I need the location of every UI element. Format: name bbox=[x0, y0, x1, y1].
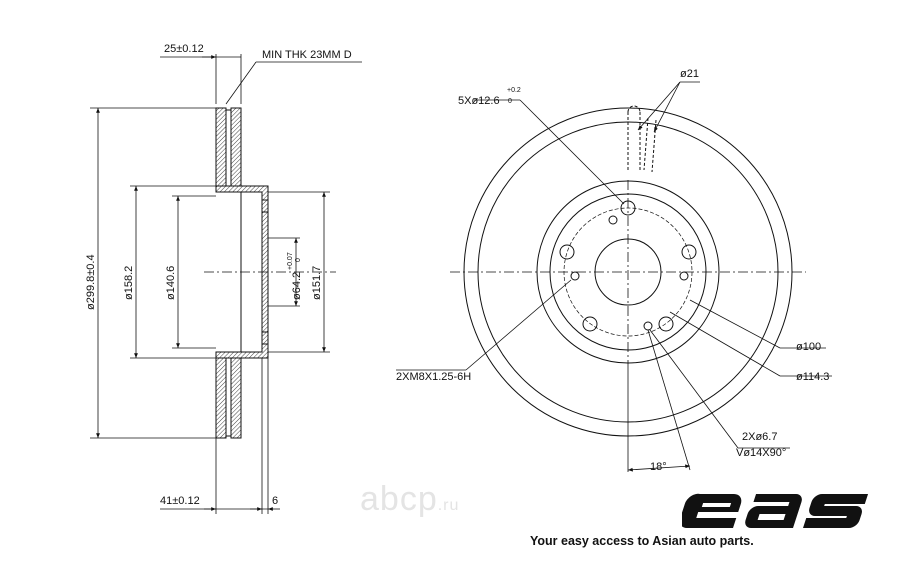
slot bbox=[627, 105, 641, 172]
label-angle: 18° bbox=[650, 461, 667, 473]
label-center-bore: ø64.2 bbox=[291, 272, 303, 300]
hat-outer bbox=[536, 180, 720, 364]
brand-tagline: Your easy access to Asian auto parts. bbox=[530, 534, 754, 548]
label-slot-width: ø21 bbox=[680, 68, 699, 80]
bolt-hole-1 bbox=[620, 200, 636, 216]
bolt-hole-2 bbox=[681, 244, 697, 260]
small-hole-2 bbox=[643, 321, 653, 331]
label-total-height: 41±0.12 bbox=[160, 495, 200, 507]
label-outer-diameter: ø299.8±0.4 bbox=[85, 254, 97, 310]
label-center-bore-tol-lower: 0 bbox=[295, 258, 302, 262]
label-bolt-holes-tol-upper: +0.2 bbox=[507, 87, 521, 94]
threaded-hole-2 bbox=[679, 271, 689, 281]
watermark-tld: .ru bbox=[437, 497, 460, 514]
label-pcd-outer: ø114.3 bbox=[796, 371, 829, 383]
label-bolt-holes: 5Xø12.6 bbox=[458, 95, 500, 107]
hat-face bbox=[261, 199, 269, 345]
hat-upper bbox=[215, 185, 269, 201]
hat-lower bbox=[215, 343, 269, 359]
friction-ring-lower-right bbox=[230, 357, 242, 439]
label-hub-diameter: ø151.7 bbox=[311, 266, 323, 300]
label-bolt-holes-tol-lower: 0 bbox=[508, 98, 512, 105]
bolt-hole-3 bbox=[658, 316, 674, 332]
friction-ring-upper-left bbox=[215, 107, 227, 187]
pcd-circle bbox=[563, 207, 693, 337]
label-countersink: Vø14X90° bbox=[736, 447, 786, 459]
watermark-name: abcp bbox=[360, 480, 438, 518]
label-inner-diameter: ø140.6 bbox=[165, 266, 177, 300]
bolt-hole-4 bbox=[582, 316, 598, 332]
label-hat-diameter: ø158.2 bbox=[123, 266, 135, 300]
friction-ring-upper-right bbox=[230, 107, 242, 187]
label-small-holes: 2Xø6.7 bbox=[742, 431, 777, 443]
threaded-hole-1 bbox=[570, 271, 580, 281]
small-hole-1 bbox=[608, 215, 618, 225]
watermark: abcp.ru bbox=[360, 480, 459, 519]
label-hat-thickness: 6 bbox=[272, 495, 278, 507]
label-top-width: 25±0.12 bbox=[164, 43, 204, 55]
friction-ring-lower-left bbox=[215, 357, 227, 439]
label-min-thickness: MIN THK 23MM D bbox=[262, 49, 352, 61]
center-bore bbox=[594, 238, 662, 306]
front-view bbox=[396, 81, 832, 472]
label-center-bore-tol-upper: +0.07 bbox=[287, 252, 294, 270]
side-view bbox=[90, 54, 362, 514]
eas-logo bbox=[682, 493, 869, 528]
hat-inner bbox=[549, 193, 707, 351]
bolt-hole-5 bbox=[559, 244, 575, 260]
label-pcd-inner: ø100 bbox=[796, 341, 821, 353]
label-threaded-holes: 2XM8X1.25-6H bbox=[396, 371, 471, 383]
